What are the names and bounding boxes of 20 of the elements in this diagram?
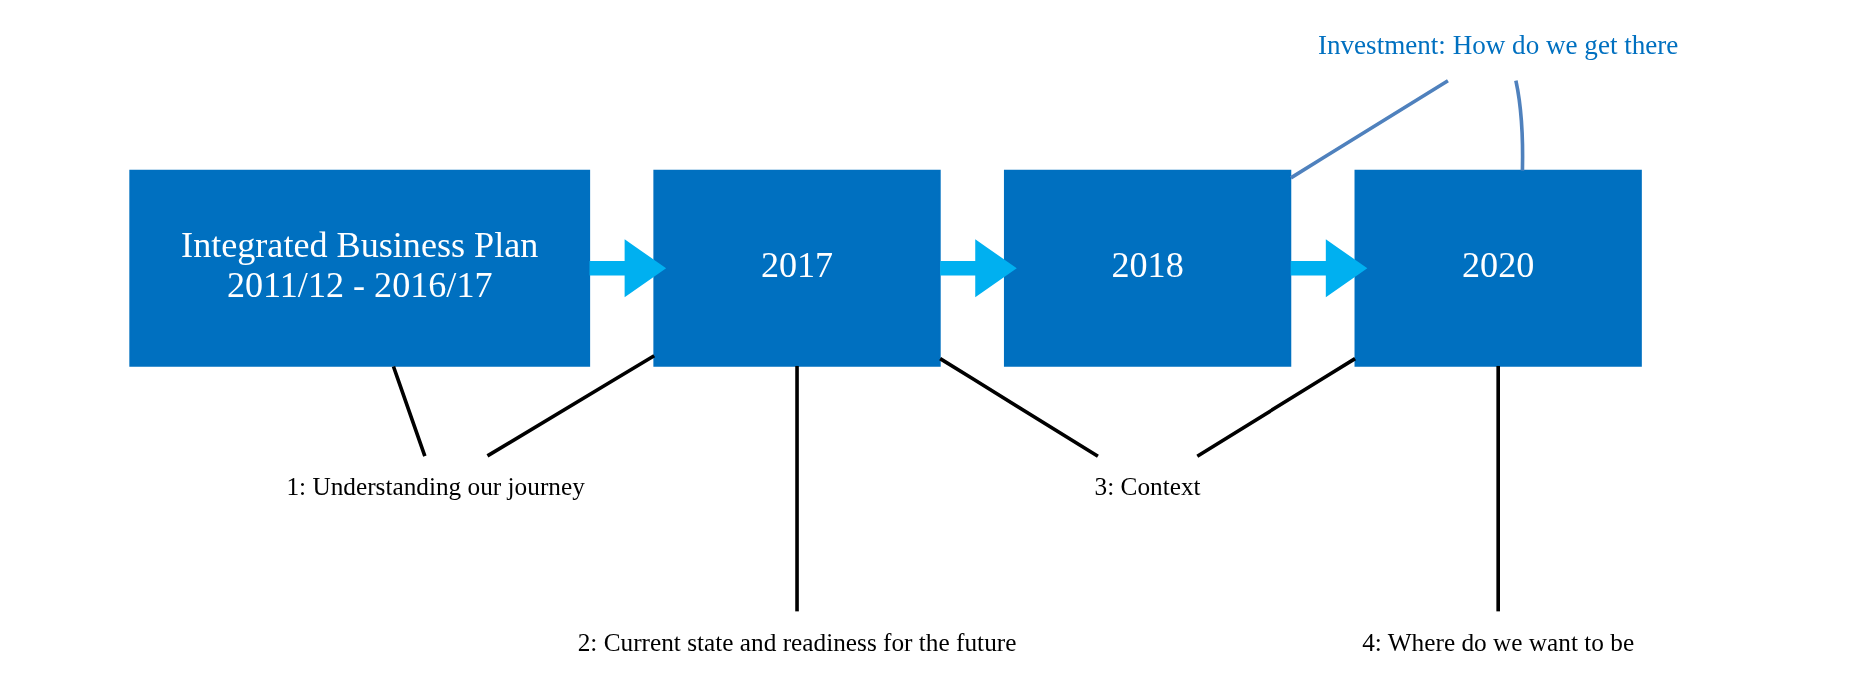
connector xyxy=(1496,365,1500,612)
connector xyxy=(1289,79,1449,180)
node-box: 2020 xyxy=(1354,169,1642,367)
arrow xyxy=(940,239,1017,298)
node-text: 3: Context xyxy=(1094,472,1201,501)
node-box: Integrated Business Plan 2011/12 - 2016/17 xyxy=(129,169,591,367)
connector xyxy=(1514,80,1525,171)
arrow xyxy=(589,239,667,298)
connector xyxy=(795,365,799,612)
connector xyxy=(1196,357,1357,458)
connector xyxy=(939,357,1099,458)
node-box: 2018 xyxy=(1003,169,1292,367)
node-box: 2017 xyxy=(653,169,941,367)
node-text: 4: Where do we want to be xyxy=(1362,627,1635,656)
node-text: 1: Understanding our journey xyxy=(286,472,585,501)
node-text: 2: Current state and readiness for the future xyxy=(577,627,1017,656)
connector xyxy=(391,365,427,457)
node-text: Investment: How do we get there xyxy=(1317,30,1679,61)
connector xyxy=(486,354,656,458)
arrow xyxy=(1290,239,1368,298)
